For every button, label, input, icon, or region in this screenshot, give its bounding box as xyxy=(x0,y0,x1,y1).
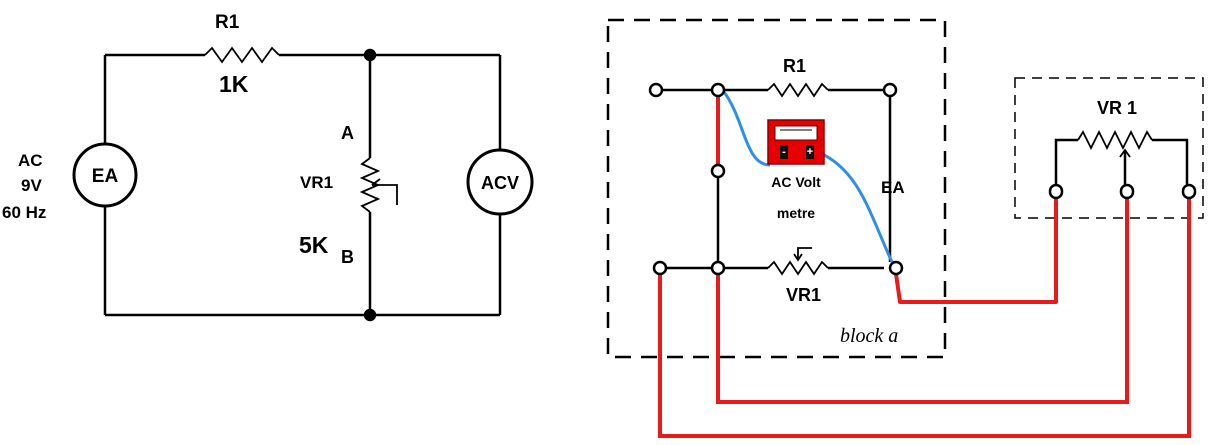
source-line3: 60 Hz xyxy=(2,203,46,222)
terminal-8 xyxy=(888,260,904,276)
ac-voltmeter: - + xyxy=(767,119,825,165)
terminals xyxy=(648,82,1197,276)
ext-vr-left-lead xyxy=(1054,138,1078,185)
schematic xyxy=(72,46,534,322)
block-vr1-label: VR1 xyxy=(786,285,821,305)
terminal-5 xyxy=(710,163,726,179)
terminal-7 xyxy=(710,260,726,276)
terminal-1 xyxy=(648,82,664,98)
r1-value: 1K xyxy=(219,71,249,97)
r1-resistor xyxy=(204,46,280,64)
ext-terminal-1 xyxy=(1048,183,1064,200)
source-line2: 9V xyxy=(21,176,42,195)
red-lead-term7-wiper xyxy=(716,196,1129,404)
ext-vr-right-lead xyxy=(1152,138,1189,185)
block-a-label: block a xyxy=(840,325,898,347)
terminal-3 xyxy=(882,82,898,98)
voltmeter-display xyxy=(774,125,818,141)
vr1-name: VR1 xyxy=(300,173,333,192)
node-b-label: B xyxy=(341,247,354,267)
voltmeter-plus-label: + xyxy=(807,146,813,158)
vr1-arrow-icon xyxy=(371,178,381,186)
terminal-2 xyxy=(710,82,726,98)
ext-vr-arrow-icon xyxy=(1119,148,1131,158)
voltmeter-minus-label: - xyxy=(782,146,786,158)
source-line1: AC xyxy=(18,151,43,170)
junction-dot-bottom xyxy=(363,308,377,322)
block-ea-label: EA xyxy=(881,178,905,197)
r1-name: R1 xyxy=(215,12,240,33)
block-vr1-resistor xyxy=(767,260,829,276)
blue-lead-plus xyxy=(817,150,894,263)
junction-dot-top xyxy=(363,48,377,62)
blue-lead-minus xyxy=(722,91,771,167)
block-vr1-wiper xyxy=(797,247,812,260)
ext-terminal-2 xyxy=(1119,183,1135,200)
wiring-labels: R1 AC Volt metre EA VR1 block a VR 1 xyxy=(771,56,1137,347)
voltmeter-label-line2: metre xyxy=(777,205,815,221)
block-r1-label: R1 xyxy=(783,56,806,76)
red-lead-term6-extvr xyxy=(658,196,1191,438)
red-lead-ea-extvr xyxy=(894,196,1058,304)
blue-leads xyxy=(722,91,894,263)
ext-vr-resistor xyxy=(1077,129,1153,151)
ext-terminal-3 xyxy=(1181,183,1197,200)
block-r1-resistor xyxy=(767,82,829,98)
voltmeter-minus-jack xyxy=(780,145,788,159)
source-symbol: EA xyxy=(92,166,119,187)
vr1-value: 5K xyxy=(299,232,329,258)
external-vr-frame xyxy=(1014,77,1204,219)
node-a-label: A xyxy=(341,123,354,143)
block-a-frame xyxy=(606,18,947,359)
meter-symbol: ACV xyxy=(481,173,519,193)
terminal-6 xyxy=(652,260,668,276)
external-vr-label: VR 1 xyxy=(1097,98,1137,118)
voltmeter-label-line1: AC Volt xyxy=(771,174,821,190)
vr1-wiper xyxy=(372,184,398,205)
voltmeter-plus-jack xyxy=(806,145,814,159)
block-vr1-arrow-icon xyxy=(793,253,803,262)
red-leads xyxy=(658,96,1191,438)
schematic-labels: R1 1K AC 9V 60 Hz EA A VR1 5K B ACV xyxy=(2,12,519,267)
